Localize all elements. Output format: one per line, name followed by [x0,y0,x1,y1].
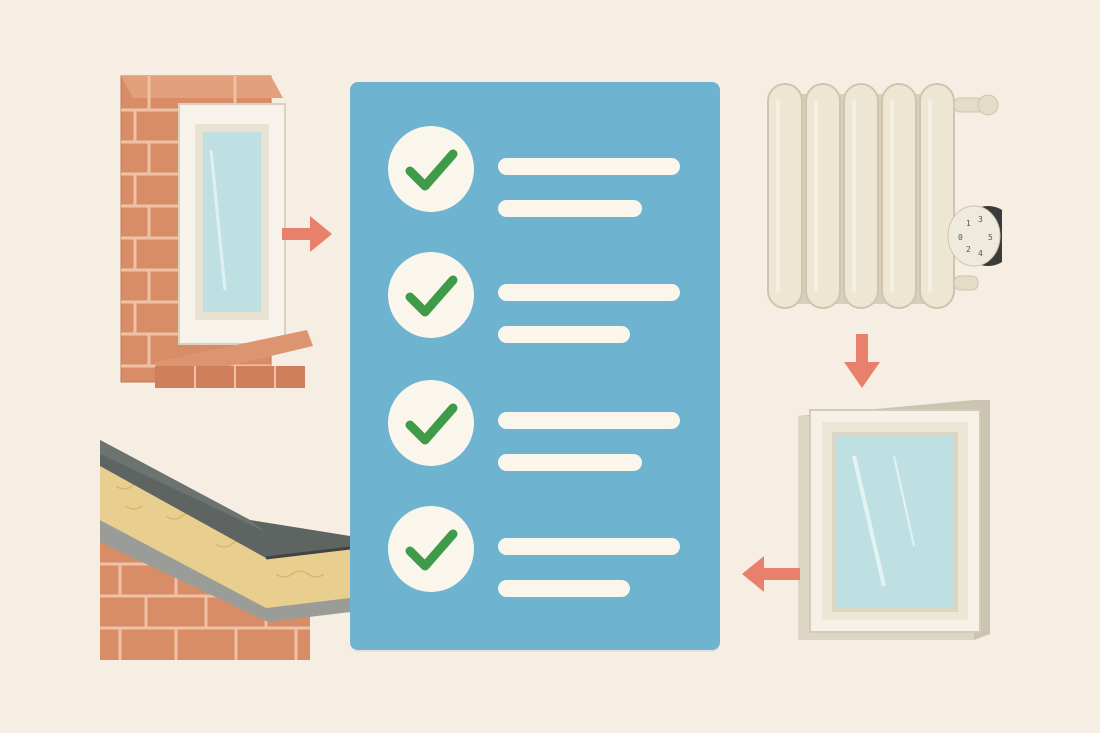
dial-mark-5: 5 [988,233,993,242]
text-placeholder-line [498,326,630,343]
checklist-item [350,380,720,480]
check-circle [388,506,474,592]
window-frame-icon [798,400,990,640]
text-placeholder-line [498,412,680,429]
arrow-left-icon [742,556,800,592]
text-placeholder-line [498,200,642,217]
check-circle [388,380,474,466]
check-circle [388,126,474,212]
checkmark-icon [405,529,458,571]
checklist-item [350,252,720,352]
text-placeholder-line [498,580,630,597]
text-placeholder-line [498,454,642,471]
checklist-item [350,506,720,606]
dial-mark-3: 3 [978,215,983,224]
arrow-down-icon [844,334,880,388]
text-placeholder-line [498,538,680,555]
text-placeholder-line [498,284,680,301]
checkmark-icon [405,275,458,317]
dial-mark-2: 2 [966,245,971,254]
checklist-item [350,126,720,226]
checkmark-icon [405,149,458,191]
window-in-brick-wall-icon [120,75,313,388]
checkmark-icon [405,403,458,445]
text-placeholder-line [498,158,680,175]
checklist-panel [350,82,720,650]
arrow-right-icon [282,216,332,252]
check-circle [388,252,474,338]
radiator-icon: 0 1 2 3 4 5 [767,83,1002,309]
dial-mark-4: 4 [978,249,983,258]
roof-insulation-icon [100,440,351,660]
dial-mark-0: 0 [958,233,963,242]
dial-mark-1: 1 [966,219,971,228]
